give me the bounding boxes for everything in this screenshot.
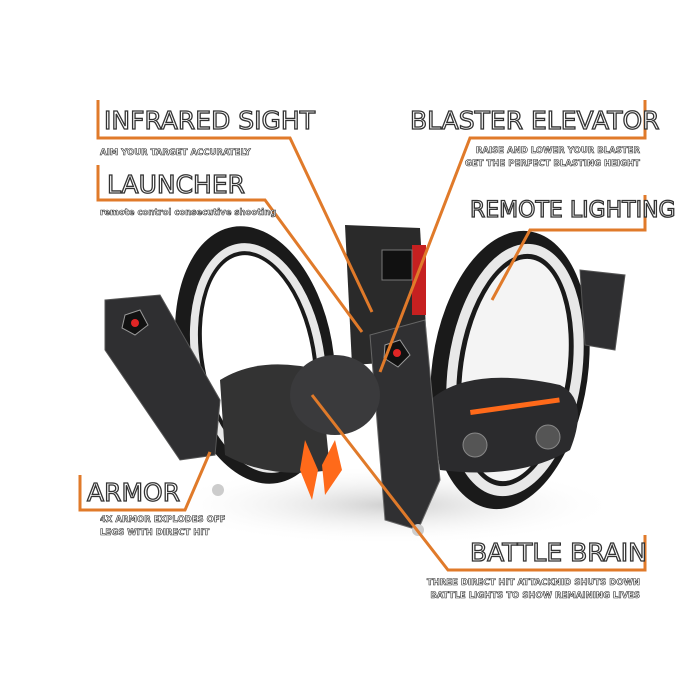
- remote-lighting-title: REMOTE LIGHTING: [469, 198, 676, 223]
- armor-leader: [78, 451, 212, 512]
- armor-desc-2: LEGS WITH DIRECT HIT: [100, 528, 210, 539]
- battle-brain-desc-2: BATTLE LIGHTS TO SHOW REMAINING LIVES: [430, 591, 640, 602]
- blaster-elevator-desc-1: RAISE AND LOWER YOUR BLASTER: [475, 146, 641, 157]
- blaster-elevator-title: BLASTER ELEVATOR: [409, 106, 660, 135]
- infrared-sight-desc: AIM YOUR TARGET ACCURATELY: [100, 148, 251, 159]
- left-armor-leg: [104, 294, 221, 461]
- callout-lines: [78, 100, 647, 572]
- launcher-desc: remote control consecutive shooting: [100, 208, 277, 219]
- battle-brain-title: BATTLE BRAIN: [469, 538, 647, 567]
- infrared-sight-title: INFRARED SIGHT: [103, 106, 315, 135]
- blaster-elevator-leader: [378, 100, 647, 373]
- battle-brain-leader: [310, 394, 647, 572]
- launcher-leader: [96, 165, 364, 333]
- remote-lighting-leader: [490, 195, 647, 301]
- right-armor-leg: [369, 319, 441, 531]
- blaster-elevator-desc-2: GET THE PERFECT BLASTING HEIGHT: [465, 159, 641, 170]
- battle-brain-desc-1: THREE DIRECT HIT ATTACKNID SHUTS DOWN: [426, 578, 641, 589]
- launcher-title: LAUNCHER: [106, 170, 246, 199]
- battle-brain-head: [290, 355, 380, 435]
- infrared-sight-leader: [96, 100, 374, 313]
- armor-desc-1: 4X ARMOR EXPLODES OFF: [100, 515, 226, 526]
- armor-title: ARMOR: [86, 478, 181, 507]
